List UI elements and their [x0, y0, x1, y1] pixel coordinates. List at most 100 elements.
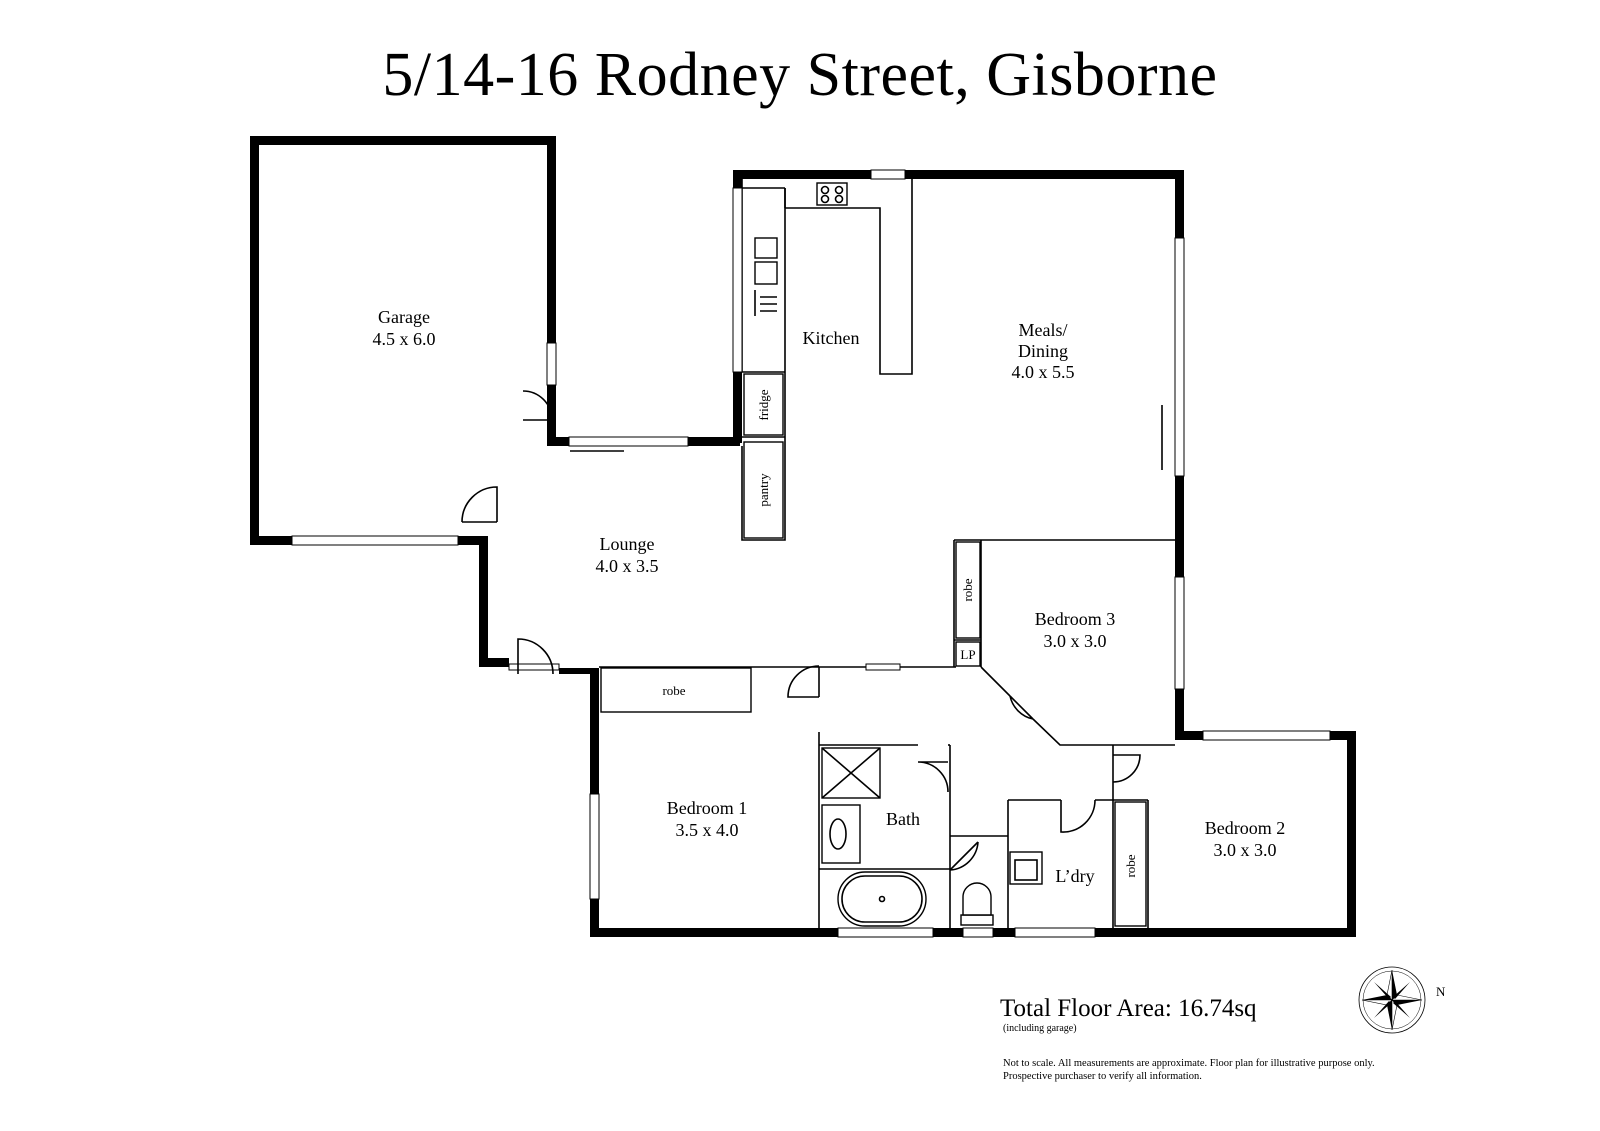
- basin-icon: [829, 818, 847, 850]
- wall: [733, 372, 742, 443]
- disclaimer-line1: Not to scale. All measurements are appro…: [1003, 1058, 1375, 1069]
- wall: [1175, 731, 1203, 740]
- wall: [250, 536, 292, 545]
- doors: [461, 390, 1141, 871]
- bedroom2-robe: [1114, 801, 1147, 927]
- wall: [479, 658, 509, 667]
- wall: [590, 928, 838, 937]
- sink-icon: [754, 261, 778, 285]
- wall: [250, 136, 556, 145]
- compass-point: [1392, 970, 1397, 1000]
- meals-size: 4.0 x 5.5: [1012, 362, 1075, 382]
- window: [837, 927, 934, 938]
- bedroom1-robe: [600, 667, 752, 713]
- wall: [1330, 731, 1356, 740]
- window: [962, 927, 994, 938]
- burner: [820, 194, 830, 204]
- door-swing: [1060, 799, 1096, 833]
- wall: [250, 136, 259, 545]
- room-labels: Garage 4.5 x 6.0 Kitchen Meals/ Dining 4…: [373, 307, 1286, 886]
- toilet-cistern: [960, 914, 994, 926]
- vanity-icon: [821, 804, 861, 864]
- wall: [688, 437, 740, 446]
- bedroom1-name: Bedroom 1: [667, 798, 748, 818]
- window: [732, 187, 743, 373]
- window: [508, 663, 560, 671]
- pantry-box: [743, 441, 784, 539]
- wall: [547, 136, 556, 343]
- garage-name: Garage: [378, 307, 430, 327]
- wall: [993, 928, 1015, 937]
- garage-door-window: [291, 535, 459, 546]
- bath-name: Bath: [886, 809, 920, 829]
- fixtures: [743, 182, 1147, 927]
- door-swing: [1112, 754, 1141, 783]
- bedroom2-size: 3.0 x 3.0: [1214, 840, 1277, 860]
- bath-drain: [878, 895, 886, 903]
- sliding-door: [568, 436, 689, 447]
- wall: [590, 672, 599, 794]
- walls: [250, 136, 1356, 937]
- door-swing: [517, 638, 554, 675]
- door-swing: [522, 390, 553, 421]
- wall: [458, 536, 488, 545]
- wall: [1095, 928, 1356, 937]
- windows: [291, 169, 1331, 938]
- laundry-name: L’dry: [1055, 866, 1094, 886]
- burner: [834, 185, 844, 195]
- disclaimer-line2: Prospective purchaser to verify all info…: [1003, 1071, 1202, 1082]
- window: [1202, 730, 1331, 741]
- including-garage-note: (including garage): [1003, 1023, 1077, 1034]
- cooktop-icon: [816, 182, 848, 206]
- fridge-label: fridge: [756, 389, 771, 420]
- door-swing: [917, 761, 949, 793]
- compass-point: [1387, 1000, 1392, 1030]
- bedroom3-name: Bedroom 3: [1035, 609, 1116, 629]
- wall: [479, 536, 488, 667]
- wall: [1347, 731, 1356, 937]
- door-swing: [787, 665, 820, 698]
- hall-door: [865, 663, 901, 671]
- wall: [1175, 476, 1184, 577]
- bedroom3-robe-label: robe: [960, 578, 975, 601]
- lp-label: LP: [960, 647, 975, 662]
- compass-point: [1362, 995, 1392, 1000]
- compass-point: [1374, 982, 1391, 999]
- kitchen-name: Kitchen: [803, 328, 860, 348]
- wall: [1175, 689, 1184, 739]
- wall: [590, 899, 599, 937]
- page-title: 5/14-16 Rodney Street, Gisborne: [382, 41, 1218, 109]
- shower-cross: [821, 747, 881, 799]
- wall: [733, 170, 871, 179]
- trough-basin: [1014, 859, 1038, 881]
- window: [1014, 927, 1096, 938]
- fridge-box: [743, 373, 784, 436]
- compass-ring: [1358, 966, 1426, 1034]
- wall: [559, 668, 599, 674]
- disclaimer: Not to scale. All measurements are appro…: [1003, 1057, 1375, 1083]
- door-swing: [1009, 695, 1034, 720]
- compass-icon: N: [1358, 966, 1446, 1034]
- compass-point: [1393, 982, 1410, 999]
- toilet-icon: [962, 882, 992, 916]
- bedroom3-size: 3.0 x 3.0: [1044, 631, 1107, 651]
- window: [546, 342, 557, 386]
- kitchen-island: [785, 179, 913, 375]
- compass-point: [1393, 1001, 1410, 1018]
- pantry-label: pantry: [756, 473, 771, 507]
- wall: [905, 170, 1184, 179]
- total-floor-area: Total Floor Area: 16.74sq: [1000, 995, 1257, 1022]
- compass-north-label: N: [1436, 984, 1446, 999]
- burner: [820, 185, 830, 195]
- partition: [1032, 718, 1175, 746]
- wall: [1175, 170, 1184, 238]
- kitchen-counter: [741, 188, 786, 541]
- window: [1174, 237, 1185, 477]
- wall: [933, 928, 963, 937]
- bathtub-icon: [837, 871, 927, 927]
- lounge-size: 4.0 x 3.5: [596, 556, 659, 576]
- bedroom2-name: Bedroom 2: [1205, 818, 1286, 838]
- window: [589, 793, 600, 900]
- compass-point: [1392, 1000, 1422, 1005]
